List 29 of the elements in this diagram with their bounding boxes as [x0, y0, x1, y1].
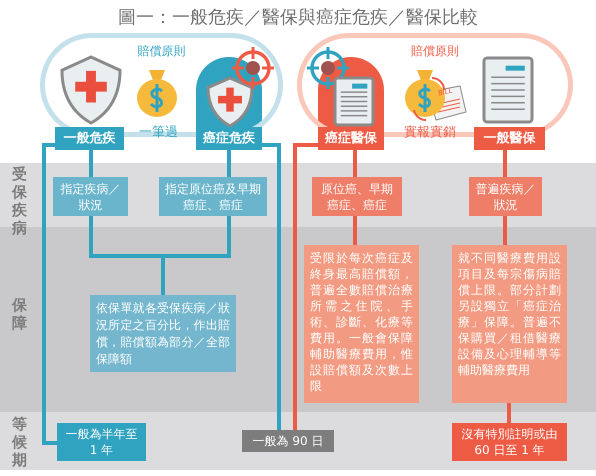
- connector-line: [507, 403, 511, 423]
- connector-line: [227, 150, 231, 177]
- caption: 一筆過: [139, 124, 178, 141]
- waiting-period-box: 沒有特別註明或由 60 日至 1 年: [452, 423, 567, 461]
- coverage-box: 受限於每次癌症及終身最高賠償額，普遍全數賠償治療所需之住院、手術、診斷、化療等費用。一般會保障輔助醫療費用，惟設賠償額及次數上限: [304, 245, 419, 403]
- connector-line: [353, 216, 357, 245]
- heading-text: 賠償原則: [411, 43, 459, 60]
- disease-box: 指定疾病／狀況: [53, 177, 128, 216]
- heading-text: 賠償原則: [138, 43, 186, 60]
- row-header: 等候期: [12, 415, 28, 469]
- connector-line: [262, 143, 281, 430]
- plan-label: 一般危疾: [55, 127, 124, 150]
- connector-line: [293, 143, 318, 430]
- row-header: 保障: [12, 296, 28, 332]
- connector-line: [42, 143, 57, 445]
- disease-box: 原位癌、早期癌症、癌症: [312, 177, 402, 216]
- row-header: 受保疾病: [12, 165, 28, 237]
- title: 圖一：一般危疾／醫保與癌症危疾／醫保比較: [117, 6, 479, 29]
- connector-line: [503, 216, 507, 245]
- waiting-period-box: 一般為半年至 1 年: [57, 423, 146, 461]
- disease-box: 普遍疾病／狀況: [469, 177, 542, 216]
- connector-line: [353, 150, 357, 177]
- connector-line: [503, 150, 507, 177]
- coverage-box: 依保單就各受保疾病／狀況所定之百分比，作出賠償，賠償額為部分／全部保障額: [90, 295, 236, 372]
- connector-line: [89, 150, 93, 177]
- disease-box: 指定原位癌及早期癌症、癌症: [159, 177, 267, 216]
- waiting-period-box: 一般為 90 日: [242, 430, 334, 452]
- coverage-box: 就不同醫療費用設項目及每宗傷病賠償上限。部分計劃另設獨立「癌症治療」保障。普遍不保購買／租借醫療設備及心理輔導等輔助醫療費用: [452, 245, 567, 403]
- plan-label: 一般醫保: [474, 127, 545, 150]
